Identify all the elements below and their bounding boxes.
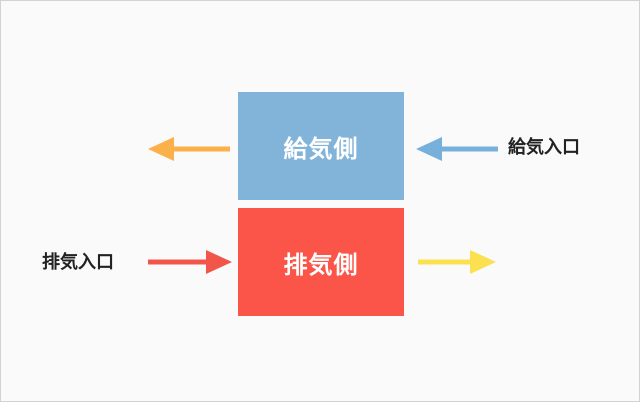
arrow-right-icon — [148, 250, 232, 274]
supply-inlet-label: 給気入口 — [508, 137, 580, 158]
supply-outlet-arrow-head — [148, 137, 174, 161]
supply-side-box: 給気側 — [238, 92, 404, 200]
supply-side-label: 給気側 — [283, 134, 359, 163]
arrow-left-icon — [416, 137, 498, 161]
arrow-left-icon — [148, 137, 230, 161]
supply-inlet-arrow-head — [416, 137, 442, 161]
exhaust-outlet-arrow-head — [470, 250, 496, 274]
exhaust-inlet-arrow-head — [206, 250, 232, 274]
exhaust-side-label: 排気側 — [283, 250, 359, 279]
exhaust-side-box: 排気側 — [238, 208, 404, 316]
arrow-right-icon — [418, 250, 496, 274]
exhaust-inlet-label: 排気入口 — [42, 252, 114, 273]
